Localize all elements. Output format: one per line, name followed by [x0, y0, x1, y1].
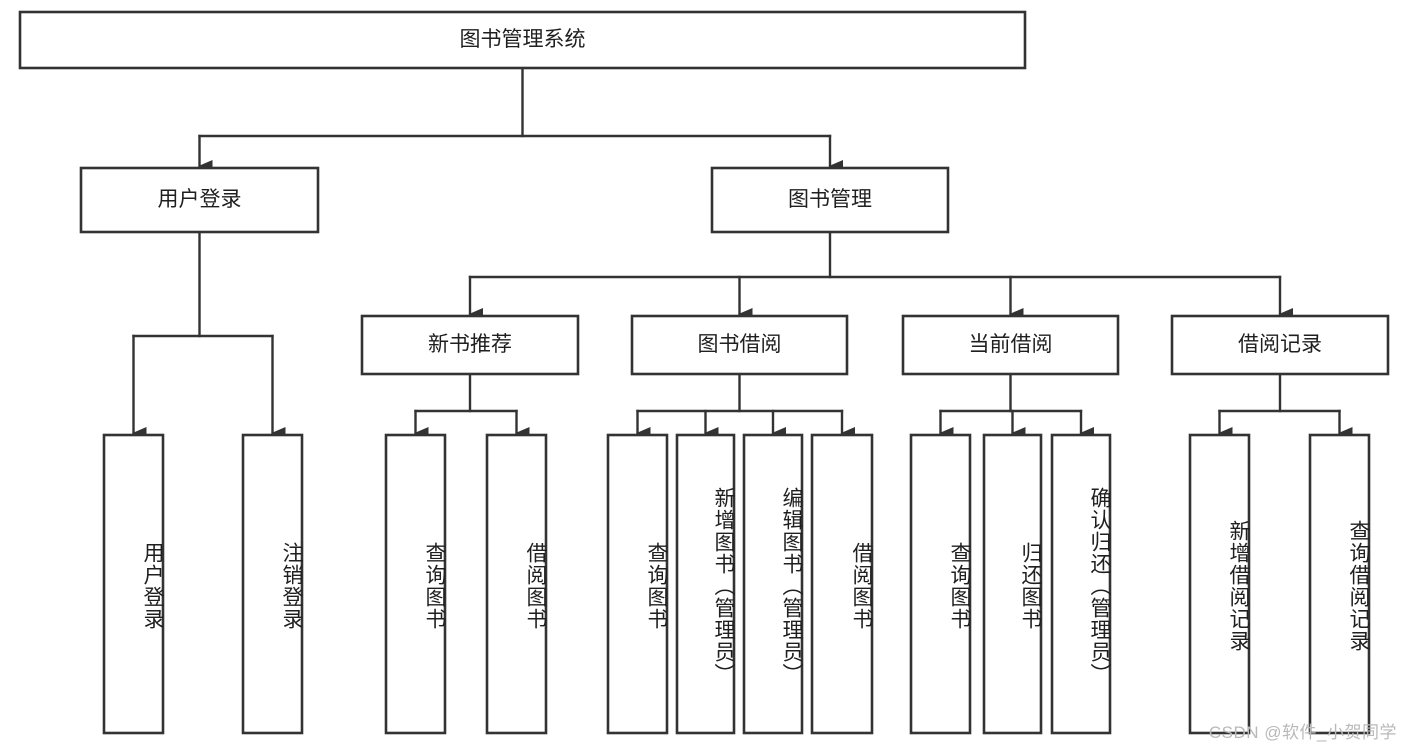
node-box-current-borrow[interactable]	[901, 314, 1120, 376]
node-box-book-borrow[interactable]	[630, 314, 849, 376]
node-box-leaf-user-logout[interactable]	[241, 433, 304, 735]
node-box-book-manage[interactable]	[710, 166, 950, 234]
node-box-leaf-edit-book[interactable]	[742, 433, 804, 735]
node-box-new-book-recommend[interactable]	[360, 314, 580, 376]
node-box-leaf-add-book[interactable]	[675, 433, 736, 735]
node-box-leaf-query-book-rec[interactable]	[384, 433, 447, 735]
boxes-layer	[18, 10, 1390, 735]
node-box-root[interactable]	[18, 10, 1027, 70]
node-box-leaf-query-borrow-record[interactable]	[1308, 433, 1371, 735]
node-box-user-login[interactable]	[79, 166, 320, 234]
node-box-leaf-query-book-current[interactable]	[909, 433, 972, 735]
node-box-leaf-borrow-book-rec[interactable]	[485, 433, 548, 735]
node-box-leaf-add-borrow-record[interactable]	[1188, 433, 1251, 735]
node-box-leaf-query-book-borrow[interactable]	[606, 433, 669, 735]
node-box-leaf-borrow-book[interactable]	[810, 433, 874, 735]
node-box-leaf-return-book[interactable]	[982, 433, 1043, 735]
edges-layer	[132, 66, 1353, 439]
node-box-leaf-confirm-return[interactable]	[1050, 433, 1112, 735]
node-box-borrow-record[interactable]	[1170, 314, 1390, 376]
node-box-leaf-user-login[interactable]	[102, 433, 165, 735]
